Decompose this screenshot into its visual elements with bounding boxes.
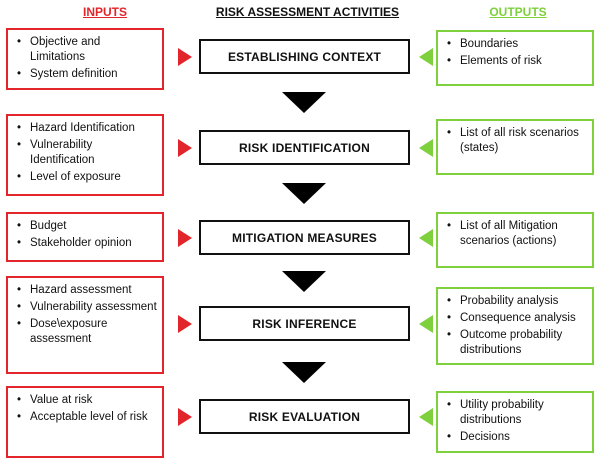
input-item: Vulnerability Identification	[17, 138, 158, 168]
output-item: Outcome probability distributions	[447, 328, 588, 358]
down-arrow-icon	[282, 362, 326, 383]
outputs-box-risk-evaluation: Utility probability distributions Decisi…	[436, 391, 594, 453]
output-arrow-icon	[419, 315, 433, 333]
input-item: Dose\exposure assessment	[17, 317, 158, 347]
input-item: Value at risk	[17, 393, 158, 408]
output-arrow-icon	[419, 229, 433, 247]
input-arrow-icon	[178, 229, 192, 247]
output-item: Consequence analysis	[447, 311, 588, 326]
output-item: List of all risk scenarios (states)	[447, 126, 588, 156]
input-arrow-icon	[178, 408, 192, 426]
output-item: Probability analysis	[447, 294, 588, 309]
output-item: List of all Mitigation scenarios (action…	[447, 219, 588, 249]
output-item: Utility probability distributions	[447, 398, 588, 428]
input-item: Objective and Limitations	[17, 35, 158, 65]
activity-risk-inference: RISK INFERENCE	[199, 306, 410, 341]
input-item: Budget	[17, 219, 158, 234]
inputs-box-mitigation-measures: Budget Stakeholder opinion	[6, 212, 164, 262]
outputs-box-mitigation-measures: List of all Mitigation scenarios (action…	[436, 212, 594, 268]
inputs-box-risk-inference: Hazard assessment Vulnerability assessme…	[6, 276, 164, 374]
down-arrow-icon	[282, 271, 326, 292]
output-item: Decisions	[447, 430, 588, 445]
activities-header: RISK ASSESSMENT ACTIVITIES	[215, 5, 400, 19]
input-item: System definition	[17, 67, 158, 82]
outputs-box-risk-identification: List of all risk scenarios (states)	[436, 119, 594, 175]
output-item: Elements of risk	[447, 54, 588, 69]
activity-mitigation-measures: MITIGATION MEASURES	[199, 220, 410, 255]
activity-risk-evaluation: RISK EVALUATION	[199, 399, 410, 434]
input-item: Hazard assessment	[17, 283, 158, 298]
output-arrow-icon	[419, 139, 433, 157]
inputs-box-establishing-context: Objective and Limitations System definit…	[6, 28, 164, 90]
activity-establishing-context: ESTABLISHING CONTEXT	[199, 39, 410, 74]
outputs-header: OUTPUTS	[489, 5, 547, 19]
output-arrow-icon	[419, 48, 433, 66]
output-arrow-icon	[419, 408, 433, 426]
input-item: Vulnerability assessment	[17, 300, 158, 315]
inputs-box-risk-identification: Hazard Identification Vulnerability Iden…	[6, 114, 164, 196]
down-arrow-icon	[282, 92, 326, 113]
down-arrow-icon	[282, 183, 326, 204]
outputs-box-establishing-context: Boundaries Elements of risk	[436, 30, 594, 86]
input-arrow-icon	[178, 48, 192, 66]
output-item: Boundaries	[447, 37, 588, 52]
outputs-box-risk-inference: Probability analysis Consequence analysi…	[436, 287, 594, 365]
input-arrow-icon	[178, 315, 192, 333]
activity-risk-identification: RISK IDENTIFICATION	[199, 130, 410, 165]
inputs-box-risk-evaluation: Value at risk Acceptable level of risk	[6, 386, 164, 458]
input-item: Level of exposure	[17, 170, 158, 185]
input-item: Acceptable level of risk	[17, 410, 158, 425]
input-arrow-icon	[178, 139, 192, 157]
input-item: Hazard Identification	[17, 121, 158, 136]
input-item: Stakeholder opinion	[17, 236, 158, 251]
inputs-header: INPUTS	[82, 5, 127, 19]
